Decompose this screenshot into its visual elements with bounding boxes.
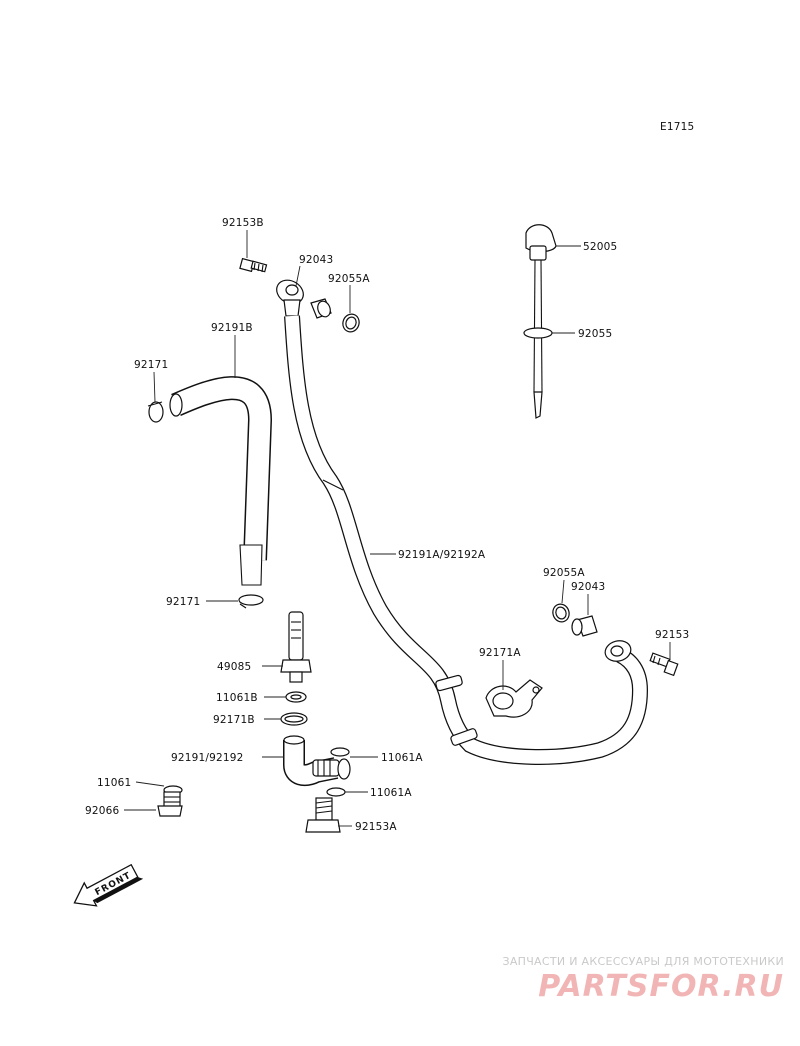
- washer-11061A-2: [326, 787, 346, 797]
- plug-92066: [157, 791, 183, 817]
- callout-92055: 92055: [578, 328, 612, 340]
- bolt-92153B: [239, 257, 268, 273]
- bolt-92153A: [305, 797, 341, 833]
- leader-lines: [124, 230, 671, 827]
- callout-92191B: 92191B: [211, 322, 253, 334]
- callout-11061B: 11061B: [216, 692, 258, 704]
- callout-92171-top: 92171: [134, 359, 168, 371]
- collar-92043-right: [571, 615, 598, 637]
- hose-92191A: [284, 315, 649, 765]
- callout-11061A-1: 11061A: [381, 752, 423, 764]
- oring-92055: [523, 327, 553, 339]
- callout-92066: 92066: [85, 805, 120, 817]
- bolt-92153: [649, 652, 679, 677]
- callout-92153B: 92153B: [222, 217, 264, 229]
- bracket-clamp-92171A: [485, 679, 543, 718]
- front-arrow-icon: FRONT: [73, 863, 144, 907]
- banjo-fitting-right: [604, 640, 632, 662]
- callout-92055A-top: 92055A: [328, 273, 370, 285]
- callout-49085: 49085: [217, 661, 251, 673]
- callout-92191-92192: 92191/92192: [171, 752, 244, 764]
- hose-92191B: [169, 376, 273, 586]
- fitting-49085: [280, 611, 312, 683]
- dipstick-52005: [525, 224, 557, 419]
- callout-labels: 92153B 92043 92055A 92191B 92171 92171 5…: [85, 217, 689, 833]
- callout-92171A: 92171A: [479, 647, 521, 659]
- callout-92153: 92153: [655, 629, 689, 641]
- elbow-hose-92191: [283, 735, 351, 787]
- washer-11061A-1: [330, 747, 350, 757]
- callout-92153A: 92153A: [355, 821, 397, 833]
- callout-92055A-right: 92055A: [543, 567, 585, 579]
- diagram-code: E1715: [660, 121, 694, 133]
- parts-drawing: [147, 224, 679, 833]
- clip-92171-low: [238, 594, 264, 609]
- callout-92171-low: 92171: [166, 596, 200, 608]
- callout-92043-top: 92043: [299, 254, 333, 266]
- watermark-tagline: ЗАПЧАСТИ И АКСЕССУАРЫ ДЛЯ МОТОТЕХНИКИ: [502, 955, 784, 968]
- watermark-logo: PARTSFOR.RU: [538, 969, 784, 1004]
- collar-92043-top: [310, 298, 332, 319]
- callout-11061: 11061: [97, 777, 131, 789]
- callout-92171B: 92171B: [213, 714, 255, 726]
- callout-52005: 52005: [583, 241, 617, 253]
- callout-92043-right: 92043: [571, 581, 605, 593]
- watermark: ЗАПЧАСТИ И АКСЕССУАРЫ ДЛЯ МОТОТЕХНИКИ PA…: [502, 955, 784, 1004]
- banjo-fitting-top: [276, 279, 304, 317]
- callout-11061A-2: 11061A: [370, 787, 412, 799]
- callout-92191A-92192A: 92191A/92192A: [398, 549, 486, 561]
- clip-92171-top: [147, 401, 164, 423]
